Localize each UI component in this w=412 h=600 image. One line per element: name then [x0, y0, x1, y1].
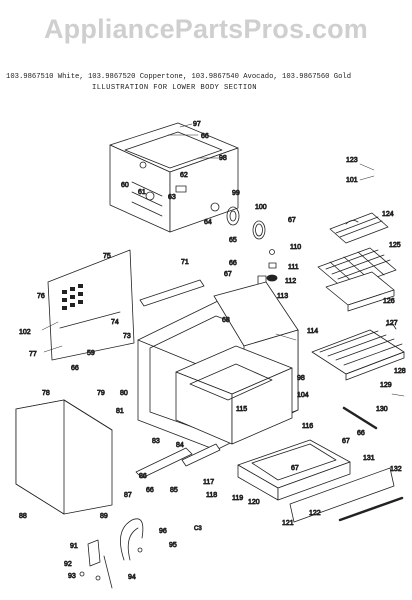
part-label: 100 [255, 204, 267, 211]
part-label: 62 [180, 172, 188, 179]
part-label: 115 [236, 406, 247, 413]
part-label: 80 [120, 390, 128, 397]
part-label: 128 [394, 368, 406, 375]
part-label: 131 [363, 455, 375, 462]
part-label: 84 [176, 442, 184, 449]
part-label: 132 [390, 466, 402, 473]
part-label: 111 [288, 264, 299, 271]
part-label: 66 [357, 430, 365, 437]
model-numbers: 103.9867510 White, 103.9867520 Copperton… [6, 73, 352, 81]
part-label: 86 [139, 473, 147, 480]
part-label: 66 [146, 487, 154, 494]
part-label: 98 [297, 375, 305, 382]
part-label: 75 [103, 253, 111, 260]
part-label: 92 [64, 561, 72, 568]
part-label: 123 [346, 157, 358, 164]
part-label: 74 [111, 319, 119, 326]
part-label: 66 [71, 365, 79, 372]
part-label: 87 [124, 492, 132, 499]
leader-lines [41, 123, 405, 397]
part-label: 96 [159, 528, 167, 535]
part-label: 63 [168, 194, 176, 201]
part-label: 66 [201, 133, 209, 140]
part-label: 114 [307, 328, 318, 335]
part-label: 119 [232, 495, 243, 502]
part-label: 97 [193, 121, 201, 128]
storage-drawer [237, 439, 351, 501]
part-label: 67 [288, 217, 296, 224]
part-label: 67 [342, 438, 350, 445]
oven-liner [175, 345, 293, 445]
part-label: 101 [346, 177, 358, 184]
drawer-front [289, 467, 395, 523]
part-label: 127 [386, 320, 398, 327]
part-label: 59 [87, 350, 95, 357]
kick-strip [135, 443, 221, 479]
part-label: 60 [121, 182, 129, 189]
part-label: 121 [282, 520, 294, 527]
part-label: 118 [206, 492, 217, 499]
part-label: 113 [277, 293, 288, 300]
part-label: 102 [19, 329, 31, 336]
part-label: 120 [248, 499, 260, 506]
part-label: 88 [19, 513, 27, 520]
part-label: 99 [232, 190, 240, 197]
part-label: 89 [100, 513, 108, 520]
part-label: 93 [68, 573, 76, 580]
part-label: 81 [116, 408, 124, 415]
part-label: 79 [97, 390, 105, 397]
part-label: 94 [128, 574, 136, 581]
part-label: 130 [376, 406, 388, 413]
part-label: 67 [291, 465, 299, 472]
broiler-box [109, 122, 239, 233]
part-label: 112 [285, 278, 296, 285]
part-label: 83 [152, 438, 160, 445]
part-label: 116 [302, 423, 313, 430]
part-label: 98 [219, 155, 227, 162]
part-label: 129 [380, 382, 392, 389]
drawer-rail-132 [338, 496, 404, 522]
oven-shelf [311, 322, 405, 381]
knob-assembly [210, 202, 266, 240]
watermark: AppliancePartsPros.com [43, 14, 368, 44]
part-label: 65 [229, 237, 237, 244]
part-label: 95 [169, 542, 177, 549]
part-labels: 97 66 98 62 60 61 63 99 64 100 65 67 123… [19, 121, 407, 582]
top-strip [139, 279, 205, 307]
part-label: 117 [203, 479, 214, 486]
back-panel [15, 399, 113, 515]
part-label: 124 [382, 211, 394, 218]
part-label: 64 [204, 219, 212, 226]
part-label: 91 [70, 543, 78, 550]
part-label: 110 [290, 244, 301, 251]
part-label: 73 [123, 333, 131, 340]
part-label: 67 [224, 271, 232, 278]
section-title: ILLUSTRATION FOR LOWER BODY SECTION [92, 84, 257, 92]
part-label: 85 [170, 487, 178, 494]
part-label: 76 [37, 293, 45, 300]
part-label: 104 [297, 392, 309, 399]
part-label: 125 [389, 242, 401, 249]
broiler-grid-124 [329, 212, 389, 244]
part-label: 66 [229, 260, 237, 267]
bottom-brackets [79, 518, 144, 589]
part-label: 68 [222, 317, 230, 324]
part-label: 122 [309, 510, 321, 517]
diagram-code: C3 [194, 526, 202, 532]
broiler-pan-126 [325, 271, 395, 312]
rail-130 [342, 406, 378, 430]
part-label: 61 [138, 189, 146, 196]
part-label: 126 [383, 298, 395, 305]
part-label: 77 [29, 351, 37, 358]
part-label: 71 [181, 259, 189, 266]
side-panel [47, 249, 135, 361]
part-label: 78 [42, 390, 50, 397]
